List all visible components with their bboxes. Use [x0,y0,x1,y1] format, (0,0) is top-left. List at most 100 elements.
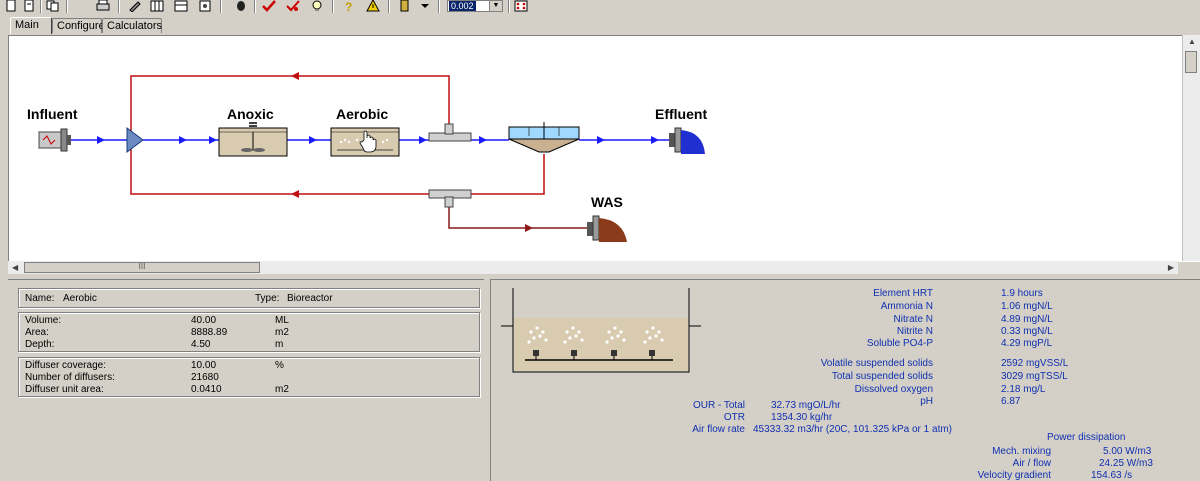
type-value: Bioreactor [287,293,333,304]
new-icon[interactable] [4,0,18,12]
tab-main[interactable]: Main [10,17,52,34]
nitrate-n-label: Nitrate N [893,314,933,325]
vertical-scroll-thumb[interactable] [1185,51,1197,73]
grid-icon[interactable] [150,0,164,12]
bulb-icon[interactable] [310,0,324,12]
layers-icon[interactable] [398,0,412,12]
svg-text:?: ? [345,0,352,12]
tss-value: 3029 mgTSS/L [1001,371,1068,382]
scroll-grip: III [138,262,146,271]
diffuser-area-unit: m2 [275,384,289,395]
flowsheet-vertical-scrollbar[interactable]: ▲ [1182,35,1200,261]
area-value: 8888.89 [191,327,228,338]
zoom-select[interactable]: 0.002 ▼ [447,0,503,12]
report-icon[interactable] [198,0,212,12]
diffuser-coverage-value: 10.00 [191,360,217,371]
was-label: WAS [591,194,623,210]
tss-label: Total suspended solids [831,371,933,382]
vss-value: 2592 mgVSS/L [1001,358,1069,369]
vss-label: Volatile suspended solids [820,358,933,369]
scroll-right-icon[interactable]: ▶ [1167,263,1174,272]
print-icon[interactable] [96,0,110,12]
diffuser-area-value: 0.0410 [191,384,222,395]
tab-label: Calculators [107,20,163,32]
results-panel: Element HRT 1.9 hours Ammonia N 1.06 mgN… [490,279,1200,481]
ph-label: pH [920,396,933,407]
ammonia-n-label: Ammonia N [880,301,933,312]
aeration-tank-illustration [501,288,701,373]
tab-calculators[interactable]: Calculators [102,18,162,33]
recycle-splitter[interactable] [428,123,472,142]
tab-configure[interactable]: Configure [52,18,105,33]
process-diagram [38,72,705,242]
influent-pipe[interactable] [38,128,71,152]
element-hrt-value: 1.9 hours [1001,288,1043,299]
power-dissipation-title: Power dissipation [1047,432,1126,443]
was-splitter[interactable] [428,189,472,208]
mech-mixing-label: Mech. mixing [992,446,1051,457]
chart-icon[interactable] [514,0,528,12]
copy-icon[interactable] [46,0,60,12]
ammonia-n-value: 1.06 mgN/L [1001,301,1053,312]
area-label: Area: [25,327,49,338]
type-label: Type: [255,293,280,304]
hand-cursor-icon [359,130,377,153]
mech-mixing-value: 5.00 W/m3 [1103,446,1152,457]
volume-label: Volume: [25,315,62,326]
element-hrt-label: Element HRT [873,288,933,299]
depth-value: 4.50 [191,339,211,350]
check-star-icon[interactable] [286,0,300,12]
horizontal-scroll-thumb[interactable]: III [24,262,260,273]
scroll-up-icon[interactable]: ▲ [1188,37,1196,46]
name-value: Aerobic [63,293,97,304]
diffuser-count-label: Number of diffusers: [25,372,115,383]
name-label: Name: [25,293,55,304]
influent-label: Influent [27,106,78,122]
do-label: Dissolved oxygen [854,384,933,395]
diffuser-count-value: 21680 [191,372,219,383]
tab-label: Main [15,19,39,31]
tool-icon[interactable] [128,0,142,12]
diffuser-coverage-label: Diffuser coverage: [25,360,106,371]
anoxic-label: Anoxic [227,106,274,122]
otr-label: OTR [723,412,745,423]
scroll-left-icon[interactable]: ◀ [12,263,19,272]
element-properties-panel: Name: Aerobic Type: Bioreactor Volume: 4… [8,279,484,481]
flowsheet-canvas[interactable]: Influent Anoxic Aerobic Effluent WAS [8,35,1200,262]
velocity-gradient-label: Velocity gradient [977,470,1051,481]
open-icon[interactable] [22,0,36,12]
diffuser-area-label: Diffuser unit area: [25,384,104,395]
effluent-label: Effluent [655,106,708,122]
volume-unit: ML [275,315,289,326]
area-unit: m2 [275,327,289,338]
nitrite-n-value: 0.33 mgN/L [1001,326,1053,337]
zoom-value: 0.002 [449,1,476,11]
soluble-po4-label: Soluble PO4-P [866,338,933,349]
ph-value: 6.87 [1001,396,1021,407]
flowsheet-horizontal-scrollbar[interactable]: ◀ III ▶ [8,261,1178,274]
geometry-group: Volume: 40.00 ML Area: 8888.89 m2 Depth:… [18,312,480,352]
our-total-value: 32.73 mgO/L/hr [771,400,841,411]
chevron-down-icon[interactable] [418,0,432,12]
air-flow-value: 45333.32 m3/hr (20C, 101.325 kPa or 1 at… [753,424,953,435]
volume-value: 40.00 [191,315,217,326]
table-icon[interactable] [174,0,188,12]
influent-splitter[interactable] [126,127,144,153]
velocity-gradient-value: 154.63 /s [1091,470,1133,481]
anoxic-tank[interactable] [218,122,288,157]
nitrite-n-label: Nitrite N [896,326,933,337]
clarifier[interactable] [508,122,580,153]
depth-label: Depth: [25,339,55,350]
chevron-down-icon[interactable]: ▼ [489,1,502,11]
help-icon[interactable]: ? [342,0,356,12]
bug-icon[interactable] [234,0,248,12]
air-flow-label: Air flow rate [692,424,745,435]
toolbar: ? 0.002 ▼ [0,0,1200,16]
tab-strip: Main Configure Calculators [0,17,1200,35]
nitrate-n-value: 4.89 mgN/L [1001,314,1053,325]
check-icon[interactable] [262,0,276,12]
was-outlet[interactable] [587,215,627,242]
do-value: 2.18 mg/L [1001,384,1046,395]
warning-icon[interactable] [366,0,380,12]
effluent-outlet[interactable] [669,127,705,154]
